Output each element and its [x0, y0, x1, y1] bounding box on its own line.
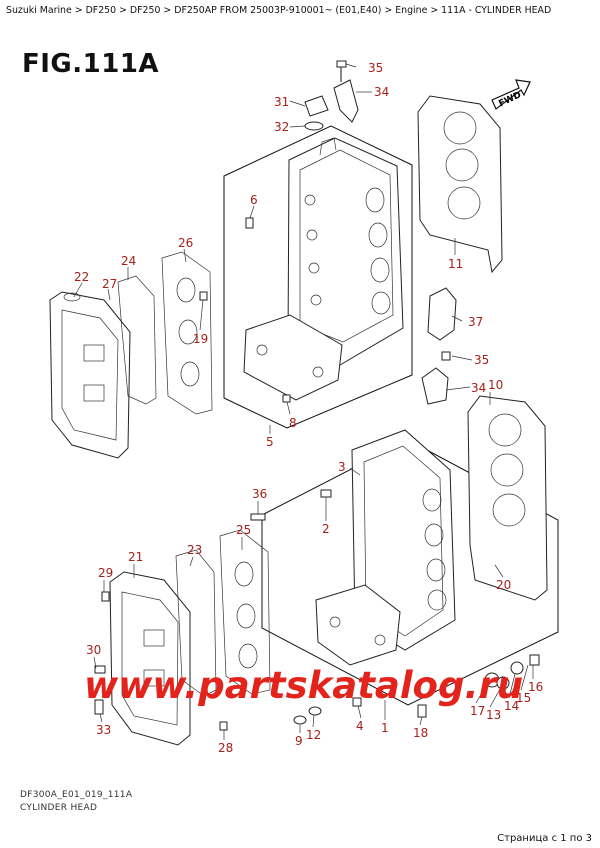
caption-name: CYLINDER HEAD — [20, 803, 98, 813]
callout-13: 13 — [486, 708, 501, 722]
cylinder-head-cover-lower — [109, 571, 191, 746]
callout-27: 27 — [102, 277, 117, 291]
callout-17: 17 — [470, 704, 485, 718]
bolt-35-upper — [336, 60, 347, 82]
oil-filler-cap — [304, 95, 329, 131]
callout-1: 1 — [381, 721, 389, 735]
breadcrumb: Suzuki Marine > DF250 > DF250 > DF250AP … — [6, 5, 552, 16]
callout-35-lower: 35 — [474, 353, 489, 367]
cover-gasket-lower — [175, 549, 217, 697]
callout-20: 20 — [496, 578, 511, 592]
callout-15: 15 — [516, 691, 531, 705]
upper-cylinder-head — [243, 137, 404, 401]
plug-hole-gasket-upper — [161, 251, 213, 415]
callout-4: 4 — [356, 719, 364, 733]
fwd-arrow-icon: FWD — [491, 79, 531, 110]
callout-32: 32 — [274, 120, 289, 134]
page-counter: Страница с 1 по 3 — [497, 833, 592, 844]
callout-33: 33 — [96, 723, 111, 737]
upper-head-frame — [223, 125, 413, 429]
callout-22: 22 — [74, 270, 89, 284]
callout-2: 2 — [322, 522, 330, 536]
callout-19: 19 — [193, 332, 208, 346]
callout-16: 16 — [528, 680, 543, 694]
callout-labels: 35 34 31 32 6 26 24 22 27 19 11 37 35 34… — [74, 61, 543, 755]
callout-25: 25 — [236, 523, 251, 537]
callout-8: 8 — [289, 416, 297, 430]
callout-28: 28 — [218, 741, 233, 755]
bracket-37 — [427, 287, 457, 341]
callout-12: 12 — [306, 728, 321, 742]
callout-11: 11 — [448, 257, 463, 271]
plug-hole-gasket-lower — [219, 529, 271, 695]
lower-cylinder-head — [315, 429, 456, 666]
callout-10: 10 — [488, 378, 503, 392]
figure-title: FIG.111A — [22, 49, 160, 79]
cylinder-head-cover-upper — [49, 291, 131, 459]
callout-31: 31 — [274, 95, 289, 109]
callout-9: 9 — [295, 734, 303, 748]
callout-34-upper: 34 — [374, 85, 389, 99]
head-gasket-upper — [417, 95, 503, 274]
leader-lines — [73, 63, 534, 740]
callout-3: 3 — [338, 460, 346, 474]
callout-21: 21 — [128, 550, 143, 564]
callout-14: 14 — [504, 699, 519, 713]
callout-30: 30 — [86, 643, 101, 657]
callout-37: 37 — [468, 315, 483, 329]
callout-26: 26 — [178, 236, 193, 250]
head-gasket-lower — [467, 395, 548, 601]
callout-35-upper: 35 — [368, 61, 383, 75]
caption-code: DF300A_E01_019_111A — [20, 790, 133, 800]
callout-24: 24 — [121, 254, 136, 268]
bracket-34-upper — [333, 79, 359, 123]
callout-34-lower: 34 — [471, 381, 486, 395]
callout-23: 23 — [187, 543, 202, 557]
callout-29: 29 — [98, 566, 113, 580]
callout-6: 6 — [250, 193, 258, 207]
fasteners — [94, 217, 540, 731]
callout-36: 36 — [252, 487, 267, 501]
cover-gasket-upper — [117, 275, 157, 405]
bracket-34-lower — [421, 367, 449, 405]
callout-18: 18 — [413, 726, 428, 740]
callout-5: 5 — [266, 435, 274, 449]
watermark: www.partskatalog.ru — [84, 664, 523, 707]
